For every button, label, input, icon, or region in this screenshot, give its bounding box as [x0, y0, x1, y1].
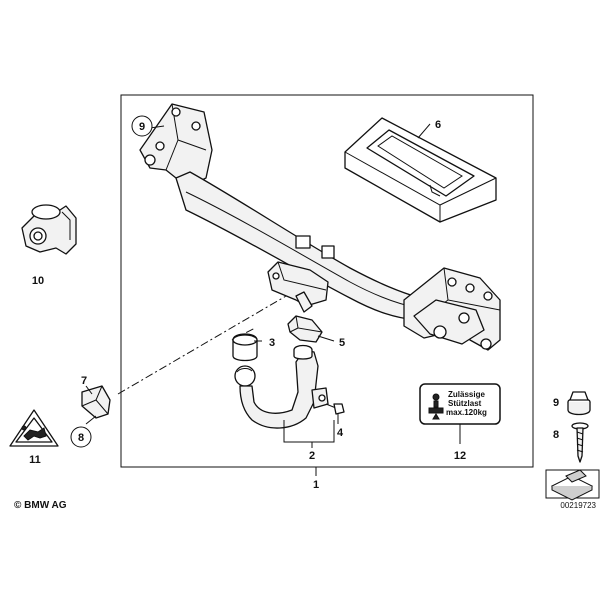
- part-tow-bar-crossmember[interactable]: [139, 103, 501, 351]
- part-socket[interactable]: [21, 204, 77, 255]
- side-callout-9[interactable]: 9: [553, 397, 559, 409]
- part-load-sticker[interactable]: Zulässige Stützlast max.120kg: [419, 383, 501, 425]
- callout-9[interactable]: 9: [131, 115, 153, 137]
- callout-11[interactable]: 11: [29, 454, 41, 466]
- diagram-id: 00219723: [560, 501, 596, 510]
- side-part-screw[interactable]: [571, 422, 589, 463]
- assembly-frame: [120, 94, 534, 468]
- callout-1[interactable]: 1: [313, 479, 319, 491]
- part-bolt[interactable]: [325, 403, 345, 415]
- callout-4[interactable]: 4: [337, 427, 344, 439]
- callout-5[interactable]: 5: [339, 337, 345, 349]
- sticker-line-2: Stützlast: [448, 399, 482, 408]
- part-bracket[interactable]: [81, 385, 111, 419]
- callout-12[interactable]: 12: [454, 450, 466, 462]
- side-callout-8[interactable]: 8: [553, 429, 559, 441]
- callout-10[interactable]: 10: [32, 275, 44, 287]
- callout-2[interactable]: 2: [309, 450, 315, 462]
- callout-6[interactable]: 6: [435, 119, 441, 131]
- sticker-line-1: Zulässige: [448, 390, 485, 399]
- callout-3[interactable]: 3: [269, 337, 275, 349]
- callout-9-label: 9: [139, 121, 145, 133]
- callout-8[interactable]: 8: [70, 426, 92, 448]
- part-retainer-clip[interactable]: [287, 315, 323, 343]
- part-warning-label[interactable]: [9, 409, 59, 447]
- copyright-text: © BMW AG: [14, 500, 67, 511]
- hatch-icon: [550, 469, 594, 501]
- leader-lines: [85, 123, 461, 476]
- part-cap[interactable]: [232, 333, 258, 362]
- part-tow-ball-neck[interactable]: [234, 344, 329, 429]
- sticker-line-3: max.120kg: [446, 408, 487, 417]
- side-part-nut[interactable]: [567, 391, 591, 416]
- callout-7[interactable]: 7: [81, 375, 87, 387]
- callout-8-label: 8: [78, 432, 84, 444]
- part-foam-tray[interactable]: [344, 117, 497, 223]
